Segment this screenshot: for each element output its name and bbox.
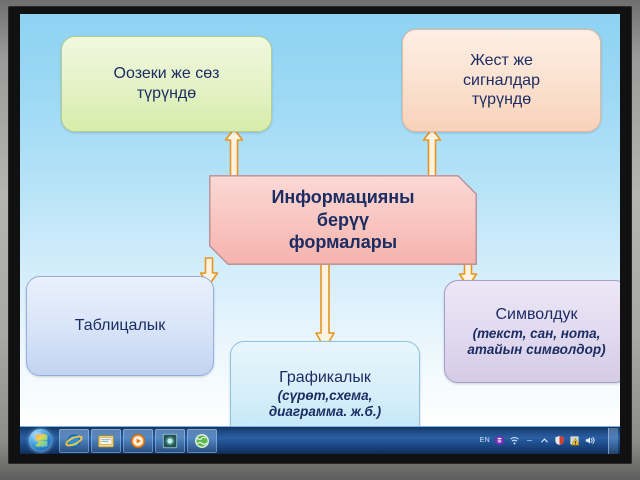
globe-icon — [194, 433, 210, 448]
node-information-forms[interactable]: Информацияны берүү формалары — [209, 175, 477, 265]
taskbar-item-windows-explorer[interactable] — [91, 428, 121, 453]
node-information-forms-title: Информацияны берүү формалары — [271, 186, 415, 253]
node-graphic-title: Графикалык — [279, 368, 371, 386]
system-tray[interactable]: EN — [480, 429, 605, 453]
app-icon — [162, 433, 178, 448]
node-tabular-title: Таблицалык — [74, 317, 166, 335]
warning-icon[interactable] — [569, 435, 580, 446]
node-gesture-form[interactable]: Жест же сигналдар түрүндө — [402, 29, 601, 132]
arrow-up-to-oral — [224, 128, 244, 179]
taskbar-item-app-globe[interactable] — [187, 428, 217, 453]
desktop-viewport: Оозеки же сөз түрүндө Жест же сигналдар … — [20, 14, 620, 454]
speaker-icon[interactable] — [584, 435, 595, 446]
node-tabular-form[interactable]: Таблицалык — [26, 276, 214, 376]
node-symbolic-subtitle: (текст, сан, нота, атайын символдор) — [467, 325, 606, 357]
node-symbolic-form[interactable]: Символдук (текст, сан, нота, атайын симв… — [444, 280, 620, 383]
start-orb-icon — [28, 429, 52, 452]
arrow-up-to-gesture — [422, 128, 442, 179]
chevron-up-icon[interactable] — [539, 435, 550, 446]
internet-explorer-icon — [65, 434, 83, 447]
taskbar-item-app-green[interactable] — [155, 428, 185, 453]
media-player-icon — [130, 433, 146, 448]
folder-icon — [98, 434, 114, 447]
node-symbolic-title: Символдук — [495, 306, 578, 324]
tray-language-indicator[interactable]: EN — [479, 437, 490, 444]
node-oral-form[interactable]: Оозеки же сөз түрүндө — [61, 36, 272, 132]
node-graphic-subtitle: (сүрөт,схема, диаграмма. ж.б.) — [268, 388, 382, 420]
show-desktop-button[interactable] — [608, 427, 618, 454]
shield-icon[interactable] — [554, 435, 565, 446]
arrow-down-to-graphic — [315, 257, 335, 350]
node-gesture-title: Жест же сигналдар түрүндө — [463, 52, 540, 109]
presentation-slide: Оозеки же сөз түрүндө Жест же сигналдар … — [20, 14, 620, 447]
tray-divider — [527, 440, 532, 441]
node-oral-title: Оозеки же сөз түрүндө — [113, 65, 220, 102]
taskbar-item-media-player[interactable] — [123, 428, 153, 453]
network-icon[interactable] — [509, 435, 520, 446]
flag-icon[interactable] — [494, 435, 505, 446]
start-button[interactable] — [23, 429, 57, 453]
windows-taskbar[interactable]: EN — [20, 426, 620, 454]
taskbar-item-internet-explorer[interactable] — [59, 428, 89, 453]
